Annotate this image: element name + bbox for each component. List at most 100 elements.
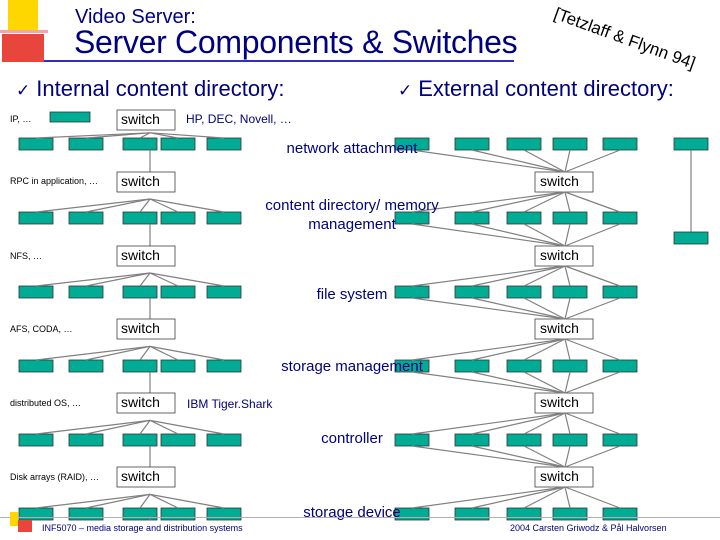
link-line-right-up	[523, 297, 566, 320]
node-box-right	[454, 285, 490, 299]
link-line-right-up	[471, 297, 566, 320]
switch-label-right-6: switch	[540, 468, 579, 484]
link-line-right-up	[523, 445, 566, 468]
link-line-right-down	[411, 191, 566, 213]
node-box-left	[206, 137, 242, 151]
link-line-right-down	[523, 486, 566, 509]
node-box-right	[602, 285, 638, 299]
link-line-left	[149, 493, 225, 509]
layer-name-content-directory: content directory/ memory management	[265, 197, 439, 233]
link-line-right-down	[564, 265, 621, 287]
layer-name-network-attachment: network attachment	[286, 140, 418, 157]
node-box-right	[552, 359, 588, 373]
node-box-right	[506, 285, 542, 299]
node-box-left	[68, 507, 104, 521]
link-line-right-up	[564, 371, 621, 394]
link-line-left	[35, 198, 151, 213]
link-line-right-down	[523, 338, 566, 361]
link-line-left	[139, 272, 151, 287]
tigershark-note: IBM Tiger.Shark	[187, 397, 273, 411]
link-line-right-down	[523, 191, 566, 213]
switch-label-right-4: switch	[540, 320, 579, 336]
node-box-left	[206, 211, 242, 225]
link-line-right-down	[471, 486, 566, 509]
node-box-left	[18, 211, 54, 225]
node-box-right	[454, 433, 490, 447]
link-line-left	[85, 493, 151, 509]
switch-label-left-6: switch	[121, 468, 160, 484]
node-box-right	[552, 433, 588, 447]
link-line-right-up	[564, 445, 621, 468]
link-line-left	[35, 272, 151, 287]
checkmark-icon: ✓	[16, 81, 31, 100]
link-line-right-down	[411, 338, 566, 361]
link-line-left	[85, 345, 151, 361]
node-box-right	[506, 507, 542, 521]
node-box-right	[506, 211, 542, 225]
layer-label-nfs: NFS, …	[10, 251, 43, 261]
bullet-external: ✓External content directory:	[398, 76, 674, 102]
node-box-left	[122, 211, 158, 225]
link-line-left	[149, 493, 179, 509]
link-line-left	[35, 132, 151, 139]
node-box-left	[68, 285, 104, 299]
switch-label-left-1: switch	[121, 111, 160, 127]
link-line-left	[85, 132, 151, 139]
layer-name-storage-management: storage management	[281, 358, 423, 375]
link-line-right-down	[523, 265, 566, 287]
link-line-left	[35, 345, 151, 361]
corner-decoration-yellow	[8, 0, 38, 32]
node-box-left	[206, 433, 242, 447]
link-line-left	[85, 419, 151, 435]
node-box-left	[18, 433, 54, 447]
switch-box-left-3	[116, 245, 176, 267]
node-box-left	[68, 211, 104, 225]
vendor-note: HP, DEC, Novell, …	[186, 112, 292, 126]
link-line-left	[85, 272, 151, 287]
link-line-right-up	[564, 297, 621, 320]
link-line-right-up	[471, 371, 566, 394]
link-line-left	[35, 493, 151, 509]
switch-label-right-3: switch	[540, 247, 579, 263]
link-line-left	[139, 493, 151, 509]
node-box-left	[18, 137, 54, 151]
slide-subtitle: Video Server:	[75, 6, 196, 28]
link-line-left	[139, 345, 151, 361]
node-box-left	[206, 285, 242, 299]
node-box-left	[18, 507, 54, 521]
layer-name-storage-device: storage device	[303, 504, 401, 521]
slide-title: Server Components & Switches	[74, 24, 518, 60]
node-box-left	[122, 137, 158, 151]
node-box-left	[68, 433, 104, 447]
link-line-right-down	[471, 191, 566, 213]
corner-decoration-red	[2, 34, 44, 62]
link-line-right-down	[564, 412, 621, 435]
link-line-left	[139, 132, 151, 139]
link-line-right-down	[564, 338, 571, 361]
switch-label-left-4: switch	[121, 320, 160, 336]
link-line-right-up	[564, 149, 621, 173]
node-box-left	[122, 507, 158, 521]
node-box-left	[160, 507, 196, 521]
node-box-right-top	[506, 137, 542, 151]
layer-label-raid: Disk arrays (RAID), …	[10, 472, 100, 482]
node-box-right-top	[602, 137, 638, 151]
link-line-left	[149, 198, 225, 213]
link-line-right-down	[471, 412, 566, 435]
node-box-right	[454, 211, 490, 225]
node-box-right	[602, 359, 638, 373]
link-line-right-up	[523, 149, 566, 173]
link-line-left	[149, 272, 225, 287]
switch-label-left-5: switch	[121, 394, 160, 410]
link-line-right-up	[411, 223, 566, 247]
node-box-left	[160, 433, 196, 447]
node-box-left	[206, 507, 242, 521]
switch-box-left-4	[116, 318, 176, 340]
node-box-right	[454, 507, 490, 521]
link-line-right-up	[411, 371, 566, 394]
link-line-right-down	[564, 191, 571, 213]
link-line-left	[139, 419, 151, 435]
node-box-left	[18, 359, 54, 373]
link-line-right-up	[564, 223, 621, 247]
